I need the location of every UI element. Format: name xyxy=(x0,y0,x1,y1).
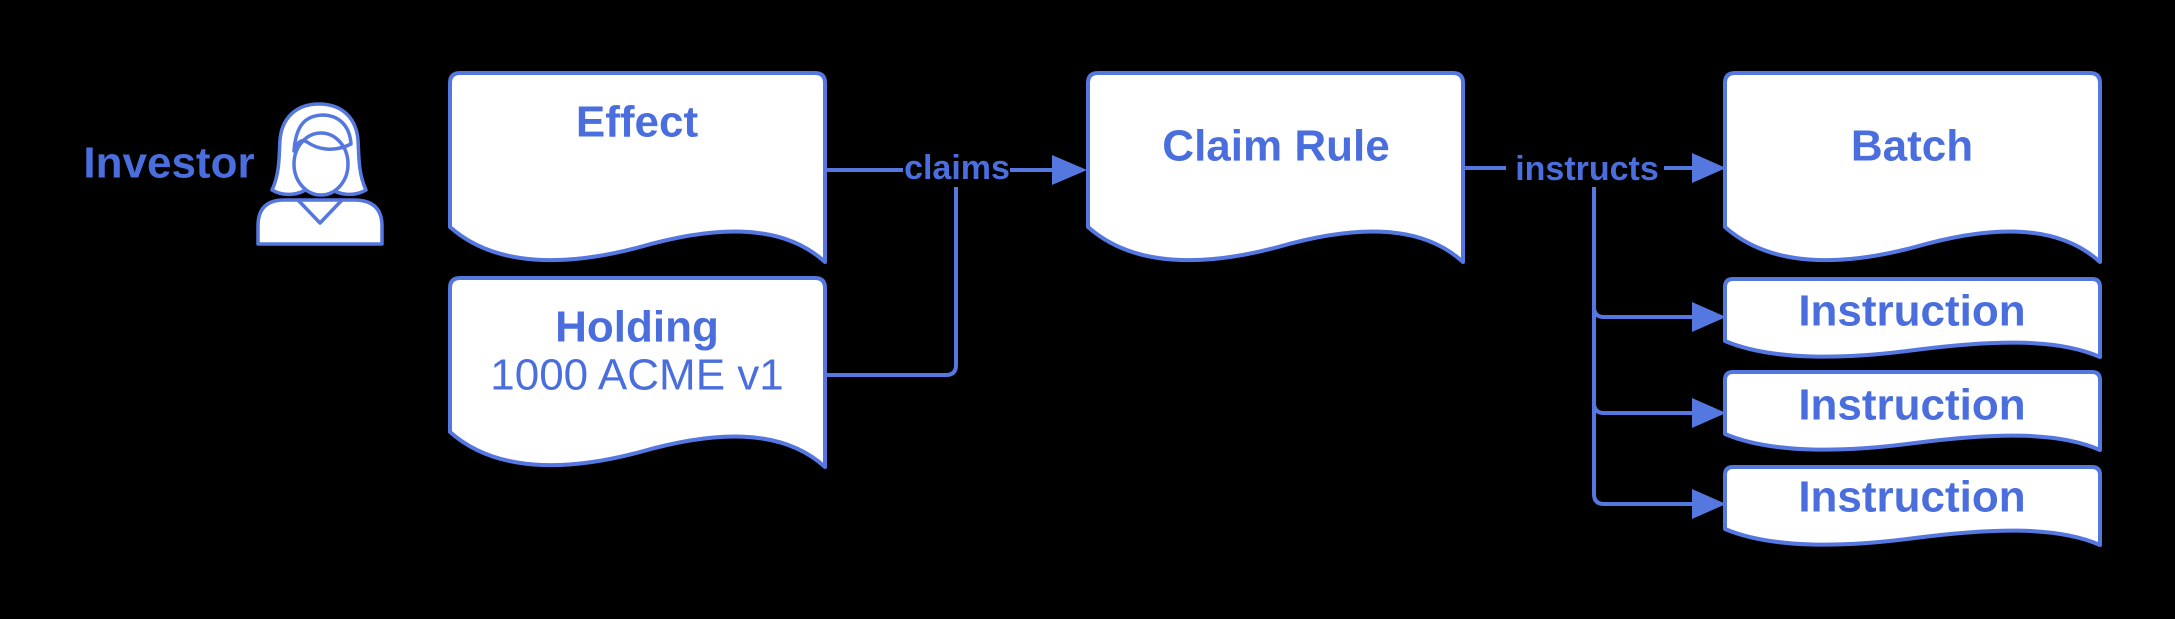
node-instruction-1: Instruction xyxy=(1723,277,2102,359)
node-instruction-2: Instruction xyxy=(1723,370,2102,452)
person-collar xyxy=(296,198,344,225)
instruction-3-document-shape xyxy=(1723,465,2102,547)
holding-document-shape xyxy=(448,276,827,469)
instructs-arrowhead-instruction-1 xyxy=(1692,302,1726,332)
instructs-arrowhead-instruction-2 xyxy=(1692,398,1726,428)
claim-rule-label: Claim Rule xyxy=(1162,122,1389,171)
instruction-1-label: Instruction xyxy=(1798,287,2025,336)
edge-instructs: instructs xyxy=(1465,150,1726,519)
instructs-arrowhead-instruction-3 xyxy=(1692,489,1726,519)
person-icon xyxy=(256,102,384,246)
instruction-1-document-shape xyxy=(1723,277,2102,359)
claims-edge-label: claims xyxy=(904,149,1010,187)
node-instruction-3: Instruction xyxy=(1723,465,2102,547)
actor-investor: Investor xyxy=(83,102,384,246)
node-claim-rule: Claim Rule xyxy=(1086,71,1465,264)
claim-rule-document-shape xyxy=(1086,71,1465,264)
instructs-edge-label: instructs xyxy=(1515,150,1659,188)
instruction-2-document-shape xyxy=(1723,370,2102,452)
effect-document-shape xyxy=(448,71,827,264)
investor-label: Investor xyxy=(83,139,254,188)
instructs-branch-1 xyxy=(1592,306,1692,319)
holding-label: Holding xyxy=(555,303,719,352)
instruction-2-label: Instruction xyxy=(1798,381,2025,430)
node-effect: Effect xyxy=(448,71,827,264)
batch-label: Batch xyxy=(1851,122,1973,171)
instructs-branch-trunk xyxy=(1592,187,1692,506)
holding-connector-line xyxy=(825,187,958,377)
edge-claims: claims xyxy=(825,149,1087,377)
node-holding: Holding 1000 ACME v1 xyxy=(448,276,827,469)
claims-arrowhead xyxy=(1052,155,1087,185)
instructs-arrowhead-batch xyxy=(1692,153,1726,183)
batch-document-shape xyxy=(1723,71,2102,264)
person-fringe xyxy=(292,113,353,153)
holding-sublabel: 1000 ACME v1 xyxy=(490,351,784,400)
effect-label: Effect xyxy=(576,98,699,147)
node-batch: Batch xyxy=(1723,71,2102,264)
instruction-3-label: Instruction xyxy=(1798,473,2025,522)
instructs-branch-2 xyxy=(1592,402,1692,415)
